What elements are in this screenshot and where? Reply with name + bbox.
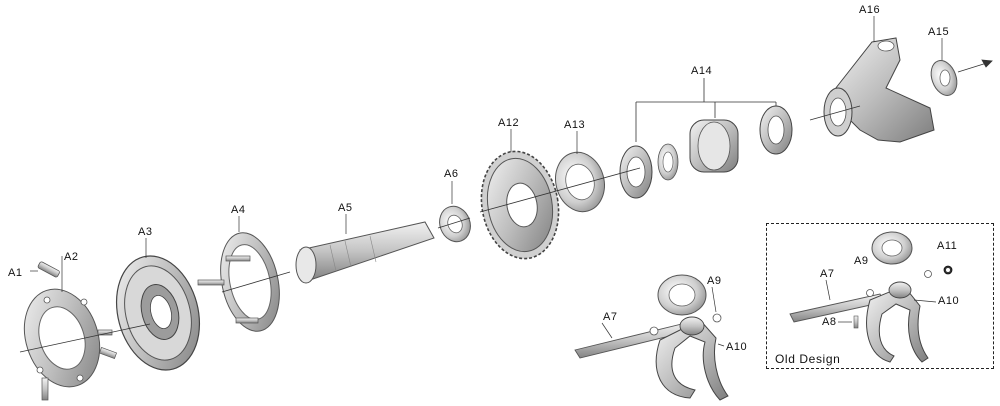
part-a15-nut bbox=[930, 38, 958, 96]
label-a15: A15 bbox=[928, 26, 950, 38]
label-old-a8: A8 bbox=[822, 316, 837, 328]
label-a14: A14 bbox=[691, 65, 713, 77]
part-a5-shaft bbox=[295, 214, 435, 284]
old-design-inset-frame bbox=[766, 223, 994, 369]
part-a3-housing bbox=[115, 238, 201, 371]
label-a5: A5 bbox=[338, 202, 353, 214]
label-a13: A13 bbox=[564, 119, 586, 131]
part-a2-flange-plate bbox=[23, 256, 117, 401]
label-a12: A12 bbox=[498, 117, 520, 129]
part-a6-washer bbox=[439, 181, 471, 243]
old-design-caption: Old Design bbox=[775, 352, 841, 366]
assembly-axis-line bbox=[19, 59, 993, 353]
label-old-a7: A7 bbox=[820, 268, 835, 280]
part-a14-bearing-assembly bbox=[619, 78, 793, 199]
label-a2: A2 bbox=[64, 251, 79, 263]
old-design-shift-assembly bbox=[789, 231, 953, 363]
label-old-a10: A10 bbox=[938, 295, 960, 307]
part-a12-gear bbox=[480, 129, 560, 260]
part-a16-yoke bbox=[823, 16, 935, 143]
label-old-a9: A9 bbox=[854, 255, 869, 267]
label-a9: A9 bbox=[707, 275, 722, 287]
label-a16: A16 bbox=[859, 4, 881, 16]
part-a10-shift-fork bbox=[655, 316, 729, 401]
part-a9-fork-disc bbox=[649, 274, 722, 336]
label-a3: A3 bbox=[138, 226, 153, 238]
label-old-a11: A11 bbox=[937, 240, 958, 252]
part-a4-ring bbox=[197, 216, 280, 332]
label-a7: A7 bbox=[603, 311, 618, 323]
part-a13-ring bbox=[555, 131, 605, 213]
label-a4: A4 bbox=[231, 204, 246, 216]
part-a1-bolt bbox=[30, 261, 60, 278]
label-a6: A6 bbox=[444, 168, 459, 180]
label-a1: A1 bbox=[8, 267, 23, 279]
label-a10: A10 bbox=[726, 341, 748, 353]
